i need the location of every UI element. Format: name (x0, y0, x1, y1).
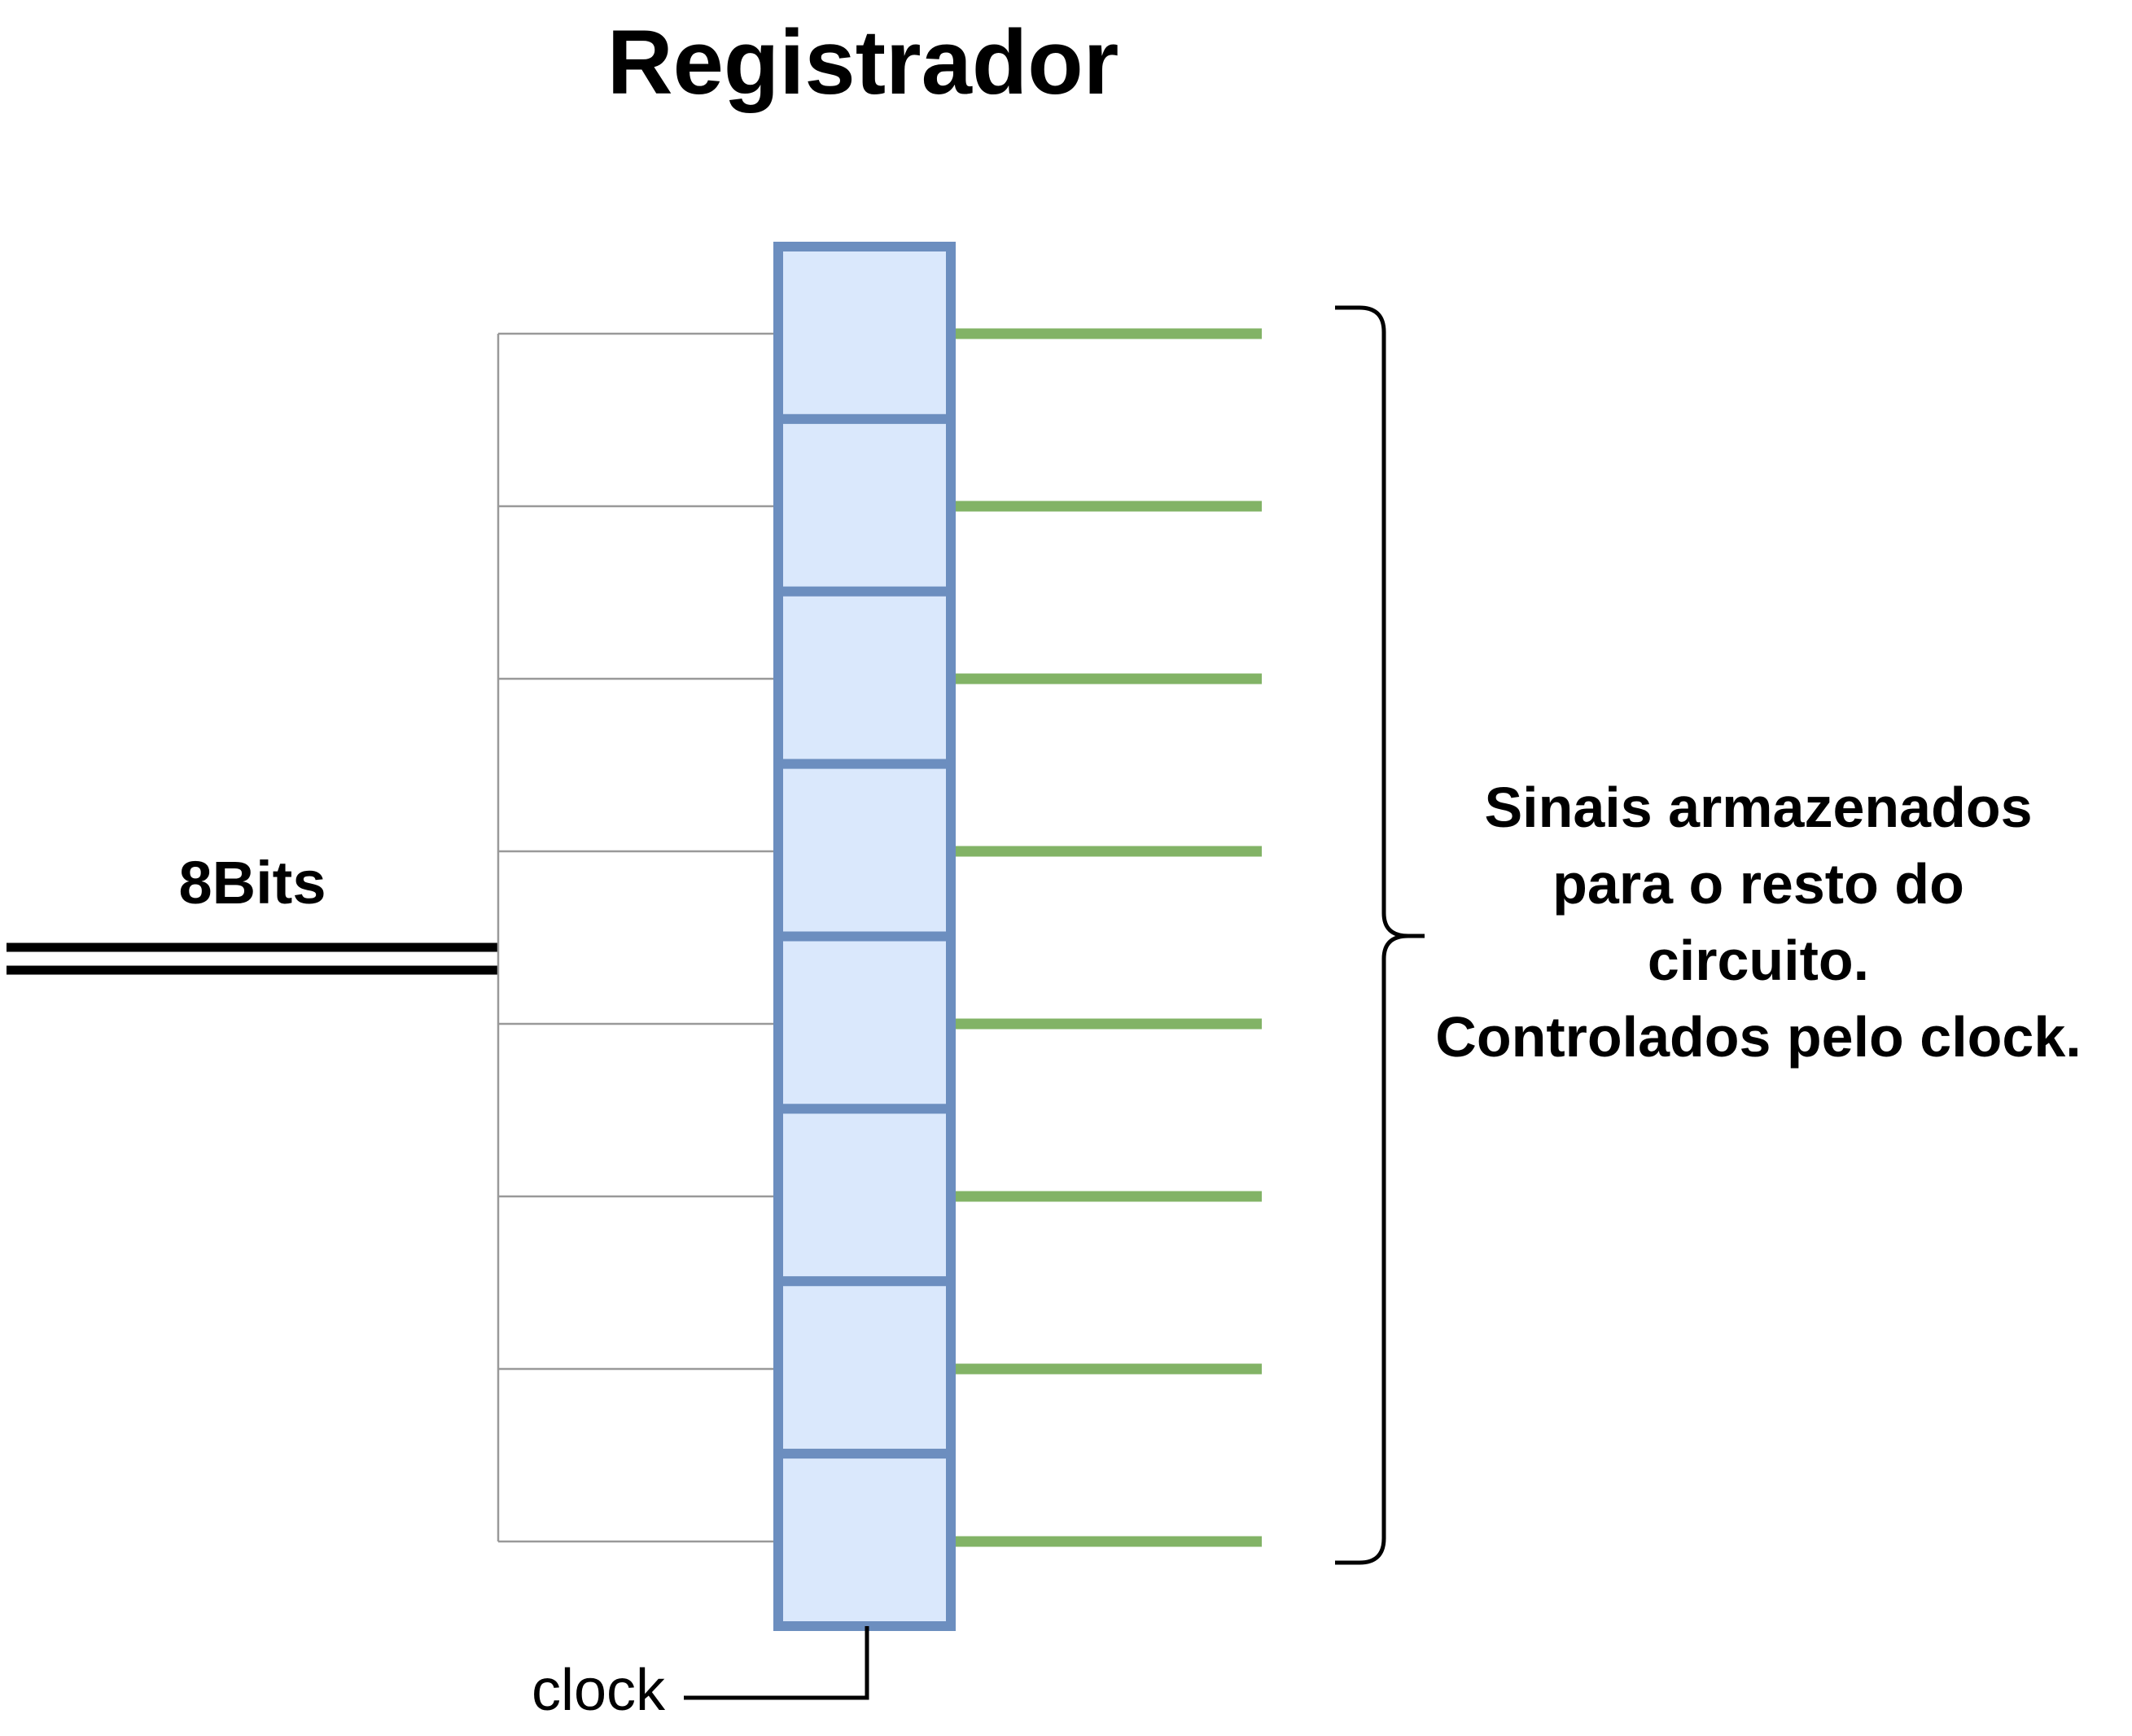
register-bit-cell (773, 413, 956, 597)
caption-line: circuito. (1647, 929, 1870, 992)
register-bit-cell (773, 931, 956, 1114)
clock-line (684, 1626, 869, 1700)
output-brace (1335, 305, 1425, 1565)
caption-line: para o resto do (1552, 852, 1964, 916)
clock-label: clock (531, 1658, 666, 1723)
caption-line: Controlados pelo clock. (1435, 1005, 2082, 1069)
register-bit-cell (773, 1104, 956, 1287)
register-bit-cell (773, 759, 956, 942)
input-bus (7, 942, 498, 975)
input-fanout-lines (497, 332, 773, 1543)
register-bit-cell (773, 242, 956, 424)
output-lines (956, 328, 1262, 1547)
register-bit-cell (773, 1449, 956, 1631)
register-bit-cell (773, 1276, 956, 1459)
caption-line: Sinais armazenados (1484, 776, 2033, 839)
register-cells (773, 242, 956, 1631)
register-bit-cell (773, 586, 956, 769)
diagram-title: Registrador (606, 11, 1119, 113)
curly-brace (1335, 305, 1425, 1565)
output-caption: Sinais armazenados para o resto do circu… (1384, 769, 2132, 1075)
clock-connector-line (684, 1626, 869, 1700)
bus-width-label: 8Bits (178, 849, 326, 916)
